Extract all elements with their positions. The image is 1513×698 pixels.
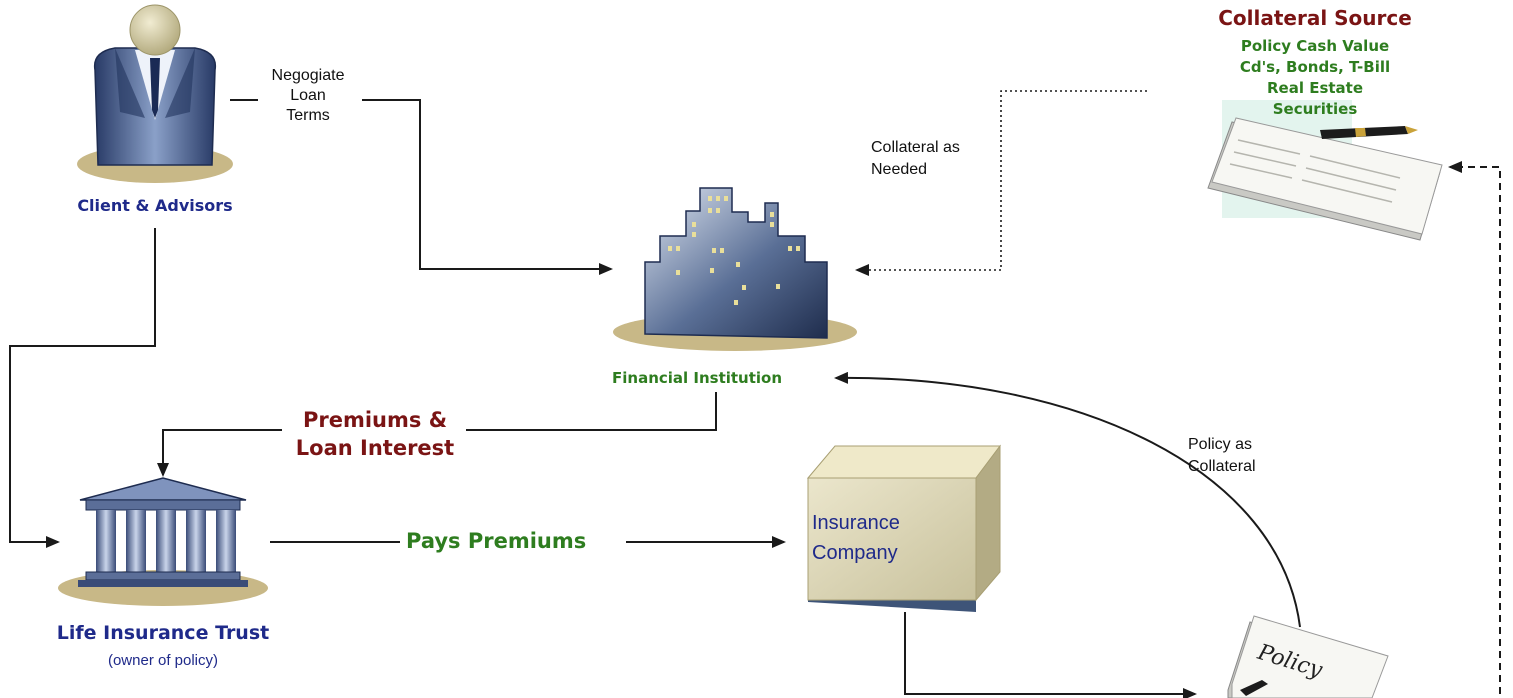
premiums-interest-connector-right (466, 392, 717, 431)
insurance-company-line-1: Insurance (812, 512, 900, 534)
trust-building-icon (58, 477, 268, 606)
collateral-item-cash-value: Policy Cash Value (1240, 37, 1390, 55)
insurance-company-label: Insurance Company (812, 508, 900, 568)
policy-collateral-line-2: Collateral (1188, 458, 1256, 475)
trust-label: Life Insurance Trust (56, 622, 270, 644)
negotiate-line-3: Terms (286, 107, 330, 124)
collateral-needed-arrow (855, 90, 1147, 276)
negotiate-line-2: Loan (290, 87, 326, 104)
negotiate-label: Negogiate Loan Terms (248, 66, 368, 126)
premiums-interest-arrow (157, 429, 282, 477)
pays-premiums-label: Pays Premiums (406, 529, 587, 553)
box-icon (806, 444, 1001, 612)
collateral-needed-line-1: Collateral as (871, 139, 960, 156)
negotiate-line-1: Negogiate (271, 67, 345, 84)
policy-collateral-label: Policy as Collateral (1188, 434, 1256, 478)
insurance-company-line-2: Company (812, 542, 898, 564)
collateral-item-real-estate: Real Estate (1266, 79, 1364, 97)
client-label: Client & Advisors (77, 196, 233, 215)
financial-institution-label: Financial Institution (612, 369, 783, 387)
collateral-needed-line-2: Needed (871, 161, 928, 178)
insurer-to-policy-arrow (904, 612, 1197, 698)
premiums-interest-line-2: Loan Interest (295, 436, 455, 460)
policy-document-icon (1227, 615, 1389, 698)
trust-sublabel: (owner of policy) (107, 652, 219, 669)
premiums-interest-label: Premiums & Loan Interest (270, 406, 480, 462)
collateral-item-cds-bonds: Cd's, Bonds, T-Bill (1239, 58, 1391, 76)
building-icon (613, 187, 857, 351)
policy-to-bank-arrow (834, 371, 1301, 628)
collateral-source-list: Policy Cash Value Cd's, Bonds, T-Bill Re… (1170, 36, 1460, 120)
client-to-trust-arrow (9, 228, 156, 548)
policy-collateral-line-1: Policy as (1188, 436, 1253, 453)
collateral-source-title: Collateral Source (1218, 6, 1412, 30)
document-pen-icon (1207, 100, 1443, 241)
collateral-item-securities: Securities (1272, 100, 1358, 118)
person-icon (77, 4, 233, 183)
policy-to-collateral-arrow (1448, 161, 1501, 694)
negotiate-arrow (362, 99, 613, 275)
premiums-interest-line-1: Premiums & (302, 408, 448, 432)
collateral-needed-label: Collateral as Needed (871, 137, 960, 181)
